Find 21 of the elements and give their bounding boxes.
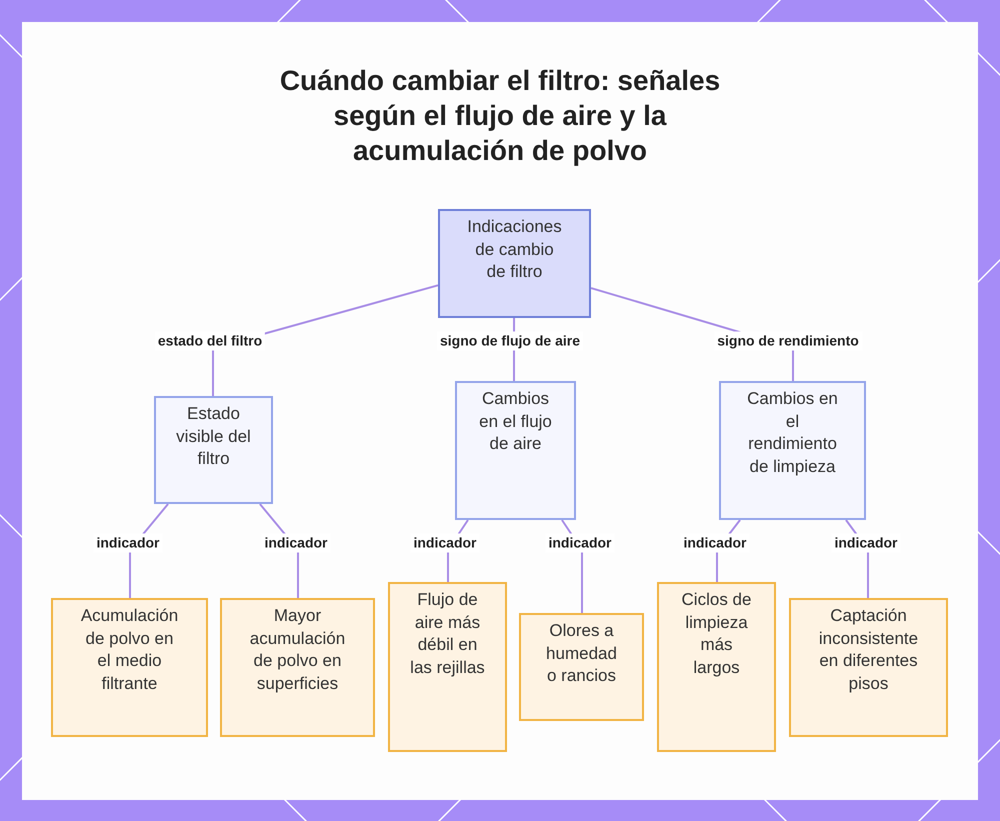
node-text: Cambios en el flujo de aire xyxy=(478,388,553,455)
sign-box xyxy=(388,582,507,752)
diagram-title: Cuándo cambiar el filtro: señales según el flujo de aire y la acumulación de polvo xyxy=(278,64,722,168)
node-text: Acumulación de polvo en el medio filtrante xyxy=(80,605,180,694)
sign-box xyxy=(51,598,208,737)
node-text: Estado visible del filtro xyxy=(175,403,252,470)
sign-box xyxy=(519,613,644,721)
node-text: Flujo de aire más débil en las rejillas xyxy=(409,589,486,678)
node-text: Indicaciones de cambio de filtro xyxy=(466,216,563,283)
node-text: Ciclos de limpieza más largos xyxy=(680,589,752,678)
node-text: Olores a humedad o rancios xyxy=(545,620,618,687)
node-text: Mayor acumulación de polvo en superficies xyxy=(248,605,346,694)
node-text: Captación inconsistente en diferentes pisos xyxy=(818,605,920,694)
category-box xyxy=(719,381,866,520)
category-box xyxy=(455,381,576,520)
sign-box xyxy=(789,598,948,737)
root-box xyxy=(438,209,591,318)
sign-box xyxy=(657,582,776,752)
category-box xyxy=(154,396,273,504)
node-text: Cambios en el rendimiento de limpieza xyxy=(747,388,838,478)
sign-box xyxy=(220,598,375,737)
